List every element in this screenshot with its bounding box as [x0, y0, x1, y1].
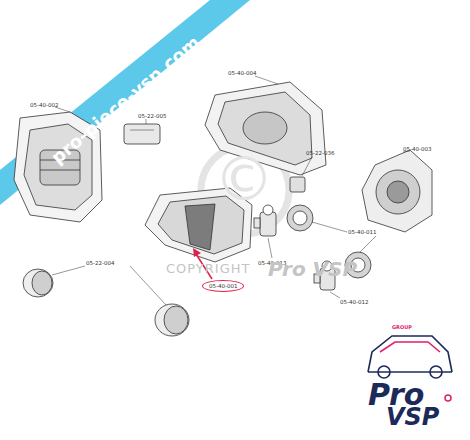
logo-vsp: VSP — [386, 404, 439, 430]
callout-number: 05-40-001 — [209, 283, 237, 289]
clip-part — [290, 177, 305, 192]
callout-number: 05-40-012 — [340, 299, 368, 305]
circled-callout: 05-40-001 — [202, 280, 244, 292]
callout-number: 05-40-004 — [228, 70, 256, 76]
callout-number: 05-40-011 — [348, 229, 376, 235]
callout-number: 05-40-003 — [403, 146, 431, 152]
watermark-url: pro-piece-vsp.com — [48, 32, 204, 167]
callout-number: 05-22-036 — [306, 150, 334, 156]
logo-group: GROUP — [392, 325, 412, 331]
fog-light — [23, 269, 189, 336]
watermark-text: COPYRIGHT — [166, 262, 250, 276]
logo-car — [368, 336, 452, 378]
red-arrowhead — [193, 248, 201, 257]
callout-number: 05-22-005 — [138, 113, 166, 119]
watermark-text: Pro VSP — [268, 258, 357, 280]
copyright-symbol: © — [214, 146, 274, 212]
callout-number: 05-22-004 — [86, 260, 114, 266]
small-part — [124, 124, 160, 144]
callout-number: 05-40-002 — [30, 102, 58, 108]
right-headlight — [362, 150, 432, 232]
